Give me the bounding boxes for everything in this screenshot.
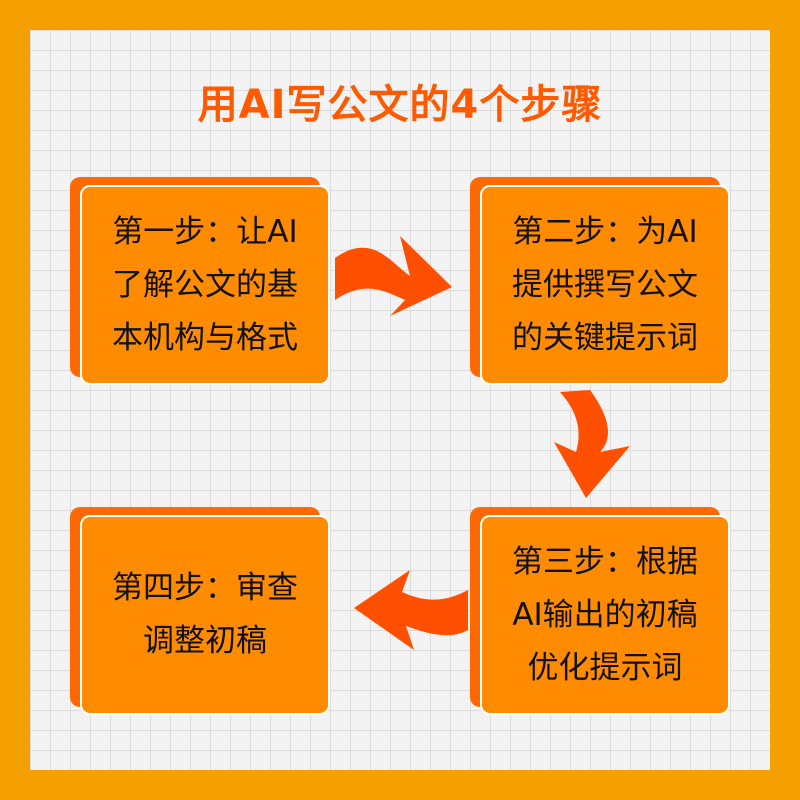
step-line: 第二步：为AI xyxy=(512,213,698,250)
arrow-right-icon xyxy=(335,236,452,316)
step-line: 第四步：审查 xyxy=(112,570,298,606)
card-face: 第一步：让AI 了解公文的基 本机构与格式 xyxy=(80,185,330,385)
step-line: 优化提示词 xyxy=(527,649,683,686)
page-title: 用AI写公文的4个步骤 xyxy=(197,82,603,128)
step-line: 了解公文的基 xyxy=(112,266,298,303)
card-face: 第三步：根据 AI输出的初稿 优化提示词 xyxy=(480,515,730,715)
step-line: 调整初稿 xyxy=(143,623,267,659)
step-line: 的关键提示词 xyxy=(512,319,698,356)
step-card-2: 第二步：为AI 提供撰写公文 的关键提示词 xyxy=(470,177,730,385)
card-face: 第四步：审查 调整初稿 xyxy=(80,515,330,715)
step-card-3: 第三步：根据 AI输出的初稿 优化提示词 xyxy=(470,507,730,715)
step-card-4: 第四步：审查 调整初稿 xyxy=(70,507,330,715)
arrow-left-icon xyxy=(354,570,468,650)
step-card-1: 第一步：让AI 了解公文的基 本机构与格式 xyxy=(70,177,330,385)
step-line: 提供撰写公文 xyxy=(512,266,698,303)
step-line: AI输出的初稿 xyxy=(512,596,698,633)
step-line: 第一步：让AI xyxy=(112,213,298,250)
card-face: 第二步：为AI 提供撰写公文 的关键提示词 xyxy=(480,185,730,385)
step-line: 第三步：根据 xyxy=(512,543,698,580)
step-line: 本机构与格式 xyxy=(112,319,298,356)
arrow-down-icon xyxy=(554,390,630,498)
